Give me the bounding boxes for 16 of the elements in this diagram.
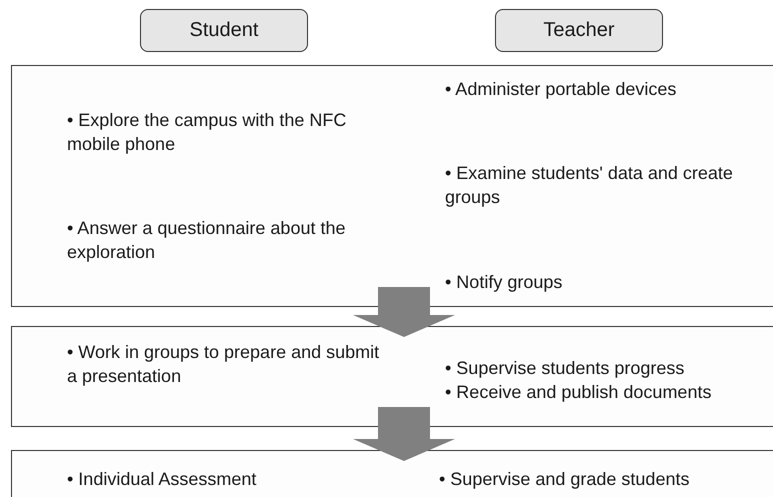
task-item: • Administer portable devices [445, 78, 678, 101]
task-item: • Notify groups [445, 271, 564, 294]
role-header: Teacher [495, 9, 663, 52]
stage-panel [11, 326, 773, 427]
task-item: • Examine students' data and create groups [445, 162, 734, 209]
task-item: • Supervise students progress [445, 357, 686, 380]
task-item: • Supervise and grade students [439, 468, 690, 491]
block-arrow [353, 407, 455, 461]
task-item: • Work in groups to prepare and submit a presentation [67, 341, 380, 388]
task-item: • Individual Assessment [67, 468, 258, 491]
task-item: • Receive and publish documents [445, 381, 712, 404]
block-arrow [353, 287, 455, 337]
task-item: • Explore the campus with the NFC mobile phone [67, 109, 348, 156]
role-header: Student [140, 9, 308, 52]
task-item: • Answer a questionnaire about the exploration [67, 217, 346, 264]
stage-panel [11, 65, 773, 307]
